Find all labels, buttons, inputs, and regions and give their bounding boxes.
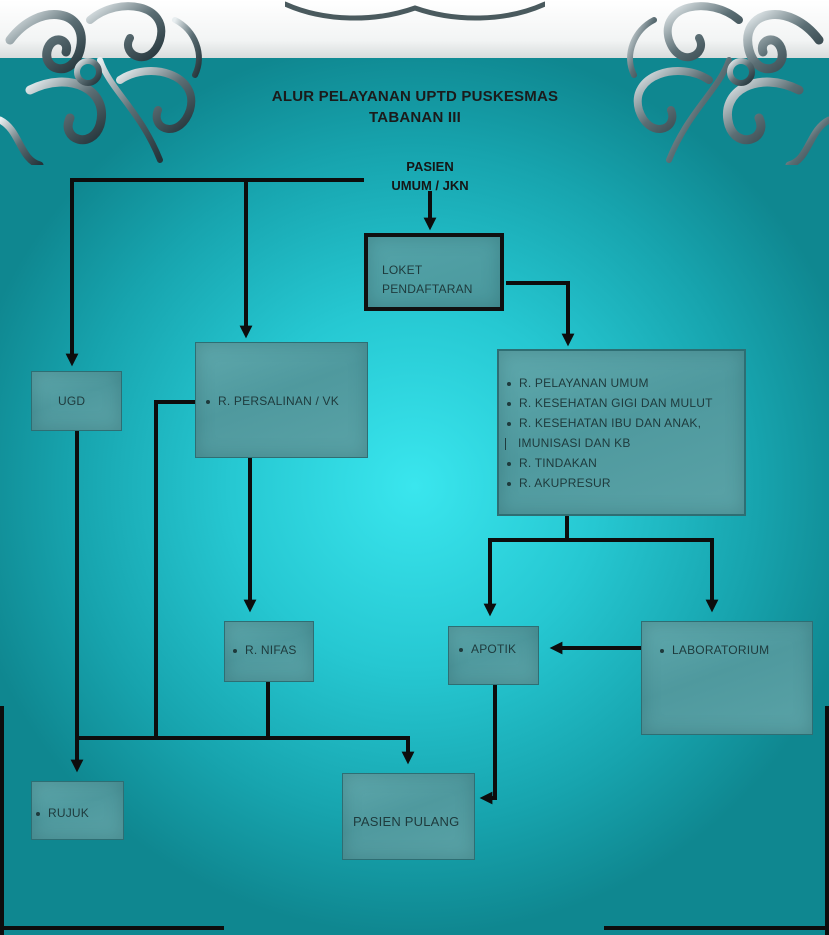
edge-loket-to-pelayanan: [506, 281, 575, 347]
ugd-label: UGD: [58, 394, 86, 408]
loket-line2: PENDAFTARAN: [382, 282, 473, 296]
pelayanan-item-continuation: IMUNISASI DAN KB: [505, 433, 744, 453]
node-ugd: UGD: [31, 371, 122, 431]
start-node-pasien: PASIEN UMUM / JKN: [360, 157, 500, 195]
bullet-icon: [459, 647, 463, 652]
ornament-top-left-icon: [0, 2, 202, 165]
ornament-top-right-icon: [627, 2, 829, 165]
bullet-icon: [507, 401, 511, 406]
pelayanan-item: R. TINDAKAN: [507, 453, 744, 473]
pelayanan-item: R. KESEHATAN IBU DAN ANAK,: [507, 413, 744, 433]
node-persalinan: R. PERSALINAN / VK: [195, 342, 368, 458]
bullet-icon: [507, 421, 511, 426]
bullet-icon: [507, 381, 511, 386]
node-pelayanan: R. PELAYANAN UMUM R. KESEHATAN GIGI DAN …: [497, 349, 746, 516]
node-loket-pendaftaran: LOKET PENDAFTARAN: [364, 233, 504, 311]
node-rujuk: RUJUK: [31, 781, 124, 840]
bullet-icon: [36, 811, 40, 816]
title-line2: TABANAN III: [369, 109, 461, 126]
loket-line1: LOKET: [382, 263, 423, 277]
edge-persalinan-loop: [154, 400, 195, 740]
nifas-label: R. NIFAS: [245, 643, 297, 657]
text-cursor-icon: [505, 437, 506, 450]
persalinan-label: R. PERSALINAN / VK: [218, 394, 339, 408]
node-nifas: R. NIFAS: [224, 621, 314, 682]
rujuk-label: RUJUK: [48, 806, 90, 820]
apotik-label: APOTIK: [471, 642, 517, 656]
pelayanan-item: R. PELAYANAN UMUM: [507, 373, 744, 393]
bullet-icon: [507, 481, 511, 486]
edge-to-laboratorium: [565, 538, 719, 613]
bullet-icon: [233, 648, 237, 653]
bullet-icon: [206, 399, 210, 404]
laboratorium-label: LABORATORIUM: [672, 643, 770, 657]
pelayanan-item: R. KESEHATAN GIGI DAN MULUT: [507, 393, 744, 413]
pulang-label: PASIEN PULANG: [353, 814, 460, 829]
node-pasien-pulang: PASIEN PULANG: [342, 773, 475, 860]
title-line1: ALUR PELAYANAN UPTD PUSKESMAS: [271, 88, 559, 105]
node-laboratorium: LABORATORIUM: [641, 621, 813, 735]
pelayanan-item: R. AKUPRESUR: [507, 473, 744, 493]
bullet-icon: [507, 461, 511, 466]
diagram-title: ALUR PELAYANAN UPTD PUSKESMAS TABANAN II…: [200, 86, 630, 128]
bullet-icon: [660, 648, 664, 653]
edge-bottom-to-pulang: [78, 736, 415, 765]
start-line2: UMUM / JKN: [391, 178, 469, 193]
edge-pelayanan-split: [483, 515, 569, 617]
start-line1: PASIEN: [406, 159, 454, 174]
edge-apotik-to-pulang: [479, 684, 497, 805]
ornament-top-center-icon: [285, 1, 545, 21]
node-apotik: APOTIK: [448, 626, 539, 685]
